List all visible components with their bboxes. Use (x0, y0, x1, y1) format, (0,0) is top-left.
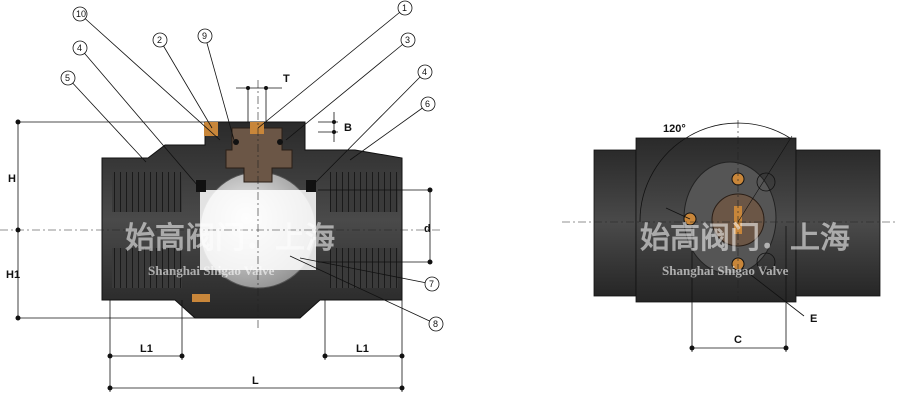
dim-L: L (252, 375, 259, 387)
dim-E: E (810, 313, 817, 325)
right-thread (330, 172, 398, 212)
watermark-left: 始高阀门．上海 Shanghai Shigao Valve (125, 221, 335, 278)
dim-L1-right: L1 (356, 343, 369, 355)
dim-d: d (424, 223, 431, 235)
callout-5: 5 (65, 73, 70, 83)
callout-1: 1 (402, 3, 407, 13)
callout-2: 2 (157, 35, 162, 45)
angle-arc (639, 122, 791, 223)
watermark-en-left: Shanghai Shigao Valve (148, 263, 275, 278)
callout-8: 8 (433, 319, 438, 329)
top-body-right (795, 149, 881, 297)
dim-H: H (8, 173, 16, 185)
top-body-left (593, 149, 637, 297)
dim-H1: H1 (6, 269, 20, 281)
stem (225, 127, 293, 183)
dim-B: B (344, 122, 352, 134)
dim-L1-left: L1 (140, 343, 153, 355)
left-thread-lower (112, 248, 182, 288)
watermark-en-right: Shanghai Shigao Valve (662, 263, 789, 278)
seat-right (306, 180, 316, 192)
callout-7: 7 (429, 279, 434, 289)
hole-upper-right (756, 172, 776, 192)
seat-left (196, 180, 206, 192)
callout-4-left: 4 (77, 43, 82, 53)
callout-10: 10 (76, 9, 86, 19)
brass-insert-left (204, 122, 218, 136)
left-thread (112, 172, 182, 212)
watermark-right: 始高阀门．上海 Shanghai Shigao Valve (640, 221, 850, 278)
hole-lower-right (756, 252, 776, 272)
section-view: 10 2 9 1 3 4 5 4 6 7 8 T B H H1 d L1 L1 … (0, 0, 444, 392)
watermark-cn-left: 始高阀门．上海 (125, 221, 335, 256)
dim-angle: 120° (663, 123, 686, 135)
top-view: 120° C E (562, 120, 896, 352)
brass-insert-bottom (192, 294, 210, 302)
callout-3: 3 (405, 35, 410, 45)
callout-9: 9 (202, 31, 207, 41)
stem-cap (250, 122, 264, 134)
dim-T: T (283, 73, 290, 85)
watermark-cn-right: 始高阀门．上海 (640, 221, 850, 256)
dim-C: C (734, 334, 742, 346)
callout-4-right: 4 (422, 67, 427, 77)
o-ring-b (277, 139, 283, 145)
o-ring-a (233, 139, 239, 145)
right-thread-lower (330, 248, 398, 288)
callout-6: 6 (425, 99, 430, 109)
